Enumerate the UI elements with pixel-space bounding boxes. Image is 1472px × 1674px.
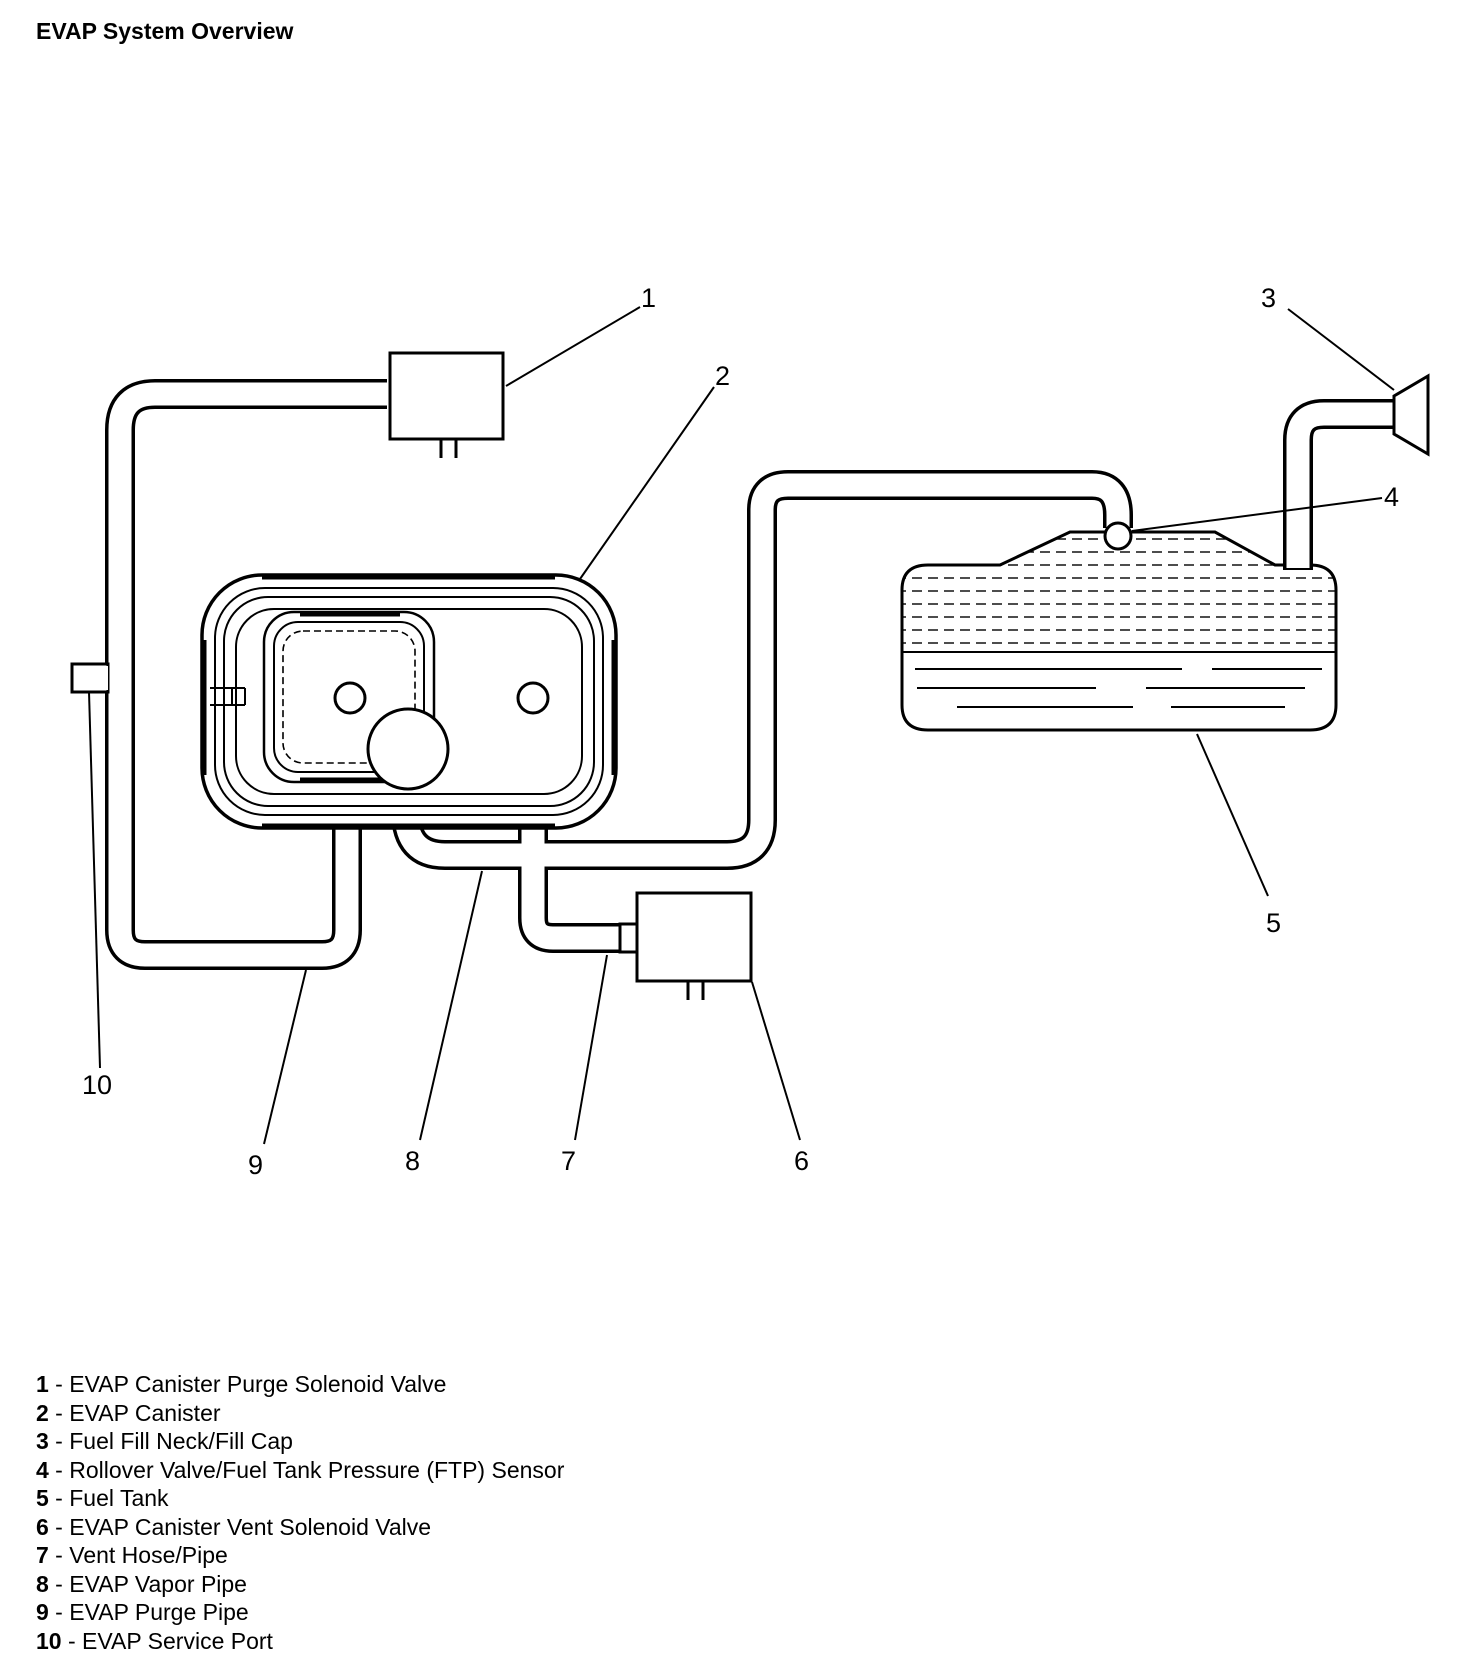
legend-item: 3 - Fuel Fill Neck/Fill Cap	[36, 1428, 293, 1454]
evap-diagram: 1 2 3 4 5 6 7 8 9 10	[70, 283, 1430, 1180]
fuel-fill-cap	[1392, 373, 1430, 457]
legend-item: 2 - EVAP Canister	[36, 1399, 221, 1426]
callout-10: 10	[82, 1070, 112, 1100]
page-title: EVAP System Overview	[36, 18, 294, 44]
purge-solenoid-valve	[388, 351, 505, 458]
legend-item: 10 - EVAP Service Port	[36, 1627, 273, 1654]
vent-solenoid-valve	[618, 891, 753, 1000]
legend-item: 6 - EVAP Canister Vent Solenoid Valve	[36, 1513, 432, 1540]
leader-lines	[88, 306, 1395, 1145]
evap-canister	[200, 573, 618, 830]
callout-5: 5	[1266, 908, 1281, 938]
callout-3: 3	[1261, 283, 1276, 313]
legend-item: 1 - EVAP Canister Purge Solenoid Valve	[36, 1371, 447, 1397]
callout-7: 7	[561, 1146, 576, 1176]
legend-item: 4 - Rollover Valve/Fuel Tank Pressure (F…	[36, 1456, 565, 1483]
callout-2: 2	[715, 361, 730, 391]
callout-6: 6	[794, 1146, 809, 1176]
service-port	[70, 662, 110, 694]
callout-8: 8	[405, 1146, 420, 1176]
legend-item: 8 - EVAP Vapor Pipe	[36, 1570, 247, 1597]
fuel-tank	[900, 530, 1338, 732]
callout-9: 9	[248, 1150, 263, 1180]
callout-1: 1	[641, 283, 656, 313]
callout-4: 4	[1384, 482, 1399, 512]
legend-item: 7 - Vent Hose/Pipe	[36, 1542, 228, 1568]
legend-item: 9 - EVAP Purge Pipe	[36, 1599, 249, 1625]
rollover-valve	[1103, 521, 1133, 551]
legend-item: 5 - Fuel Tank	[36, 1485, 169, 1511]
legend: 1 - EVAP Canister Purge Solenoid Valve 2…	[36, 1370, 564, 1655]
